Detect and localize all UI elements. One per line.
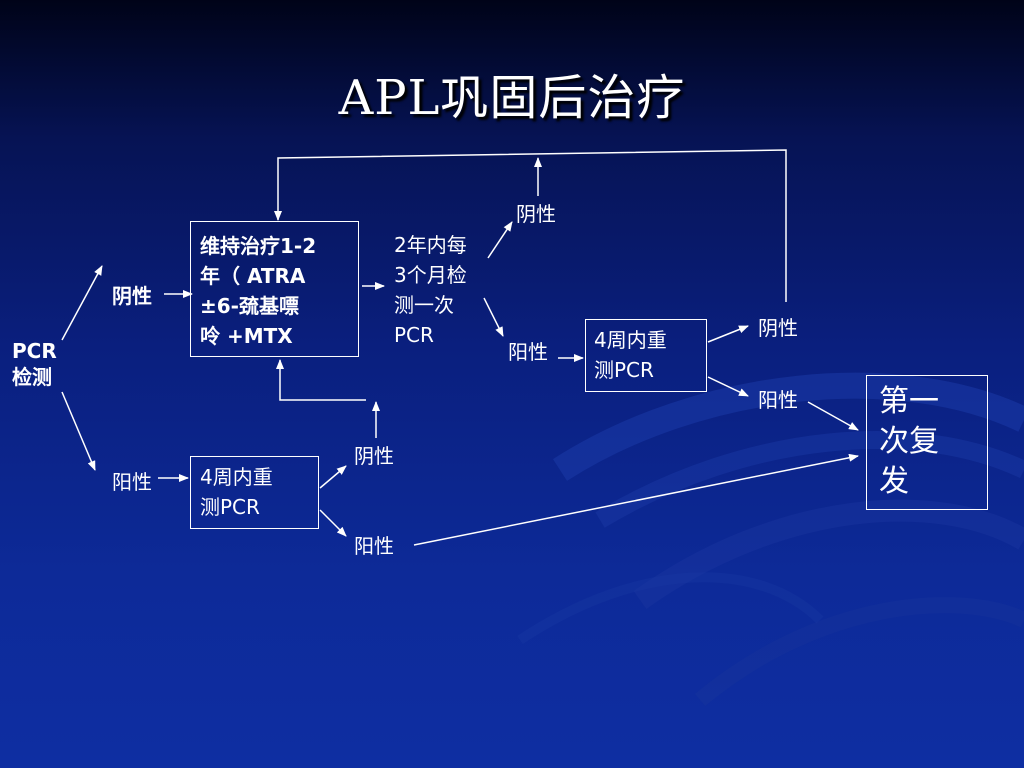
pcr-test-label: PCR 检测 [12, 339, 57, 389]
arrow-positive-to-relapse [807, 401, 859, 431]
negative-label-4: 阴性 [758, 316, 798, 340]
recheck-lower-text: 4周内重 测PCR [200, 465, 273, 519]
feedback-loop-top [274, 149, 787, 302]
retest-schedule-text: 2年内每 3个月检 测一次 PCR [394, 233, 467, 347]
positive-label-2: 阳性 [508, 340, 548, 364]
recheck-box-right: 4周内重 测PCR [585, 319, 707, 392]
negative-label-2: 阴性 [516, 202, 556, 226]
arrow-pcr-to-positive [61, 391, 96, 471]
return-to-maintenance [276, 359, 366, 401]
maintenance-text: 维持治疗1-2 年（ ATRA ±6-巯基嘌 呤 +MTX [200, 234, 317, 348]
arrow-lower-positive-to-relapse [413, 453, 859, 546]
relapse-box: 第一 次复 发 [866, 375, 988, 510]
arrow-retest-to-positive [483, 297, 504, 337]
recheck-box-lower: 4周内重 测PCR [190, 456, 319, 529]
arrow-recheck-right-to-positive [707, 376, 749, 397]
arrow-retest-to-negative [487, 221, 513, 259]
slide-title: APL巩固后治疗 [338, 70, 686, 126]
arrow-recheck-left-to-positive [319, 509, 347, 537]
arrow-recheck-right-to-negative [707, 325, 749, 343]
arrow-recheck-left-to-negative [319, 465, 347, 489]
positive-label-4: 阳性 [758, 388, 798, 412]
positive-label-3: 阳性 [354, 534, 394, 558]
negative-label-3: 阴性 [354, 444, 394, 468]
arrow-pcr-to-negative [61, 265, 103, 341]
relapse-text: 第一 次复 发 [879, 384, 939, 499]
negative-label-1: 阴性 [112, 284, 152, 308]
positive-label-1: 阳性 [112, 470, 152, 494]
maintenance-box: 维持治疗1-2 年（ ATRA ±6-巯基嘌 呤 +MTX [190, 221, 359, 357]
recheck-right-text: 4周内重 测PCR [594, 328, 667, 382]
